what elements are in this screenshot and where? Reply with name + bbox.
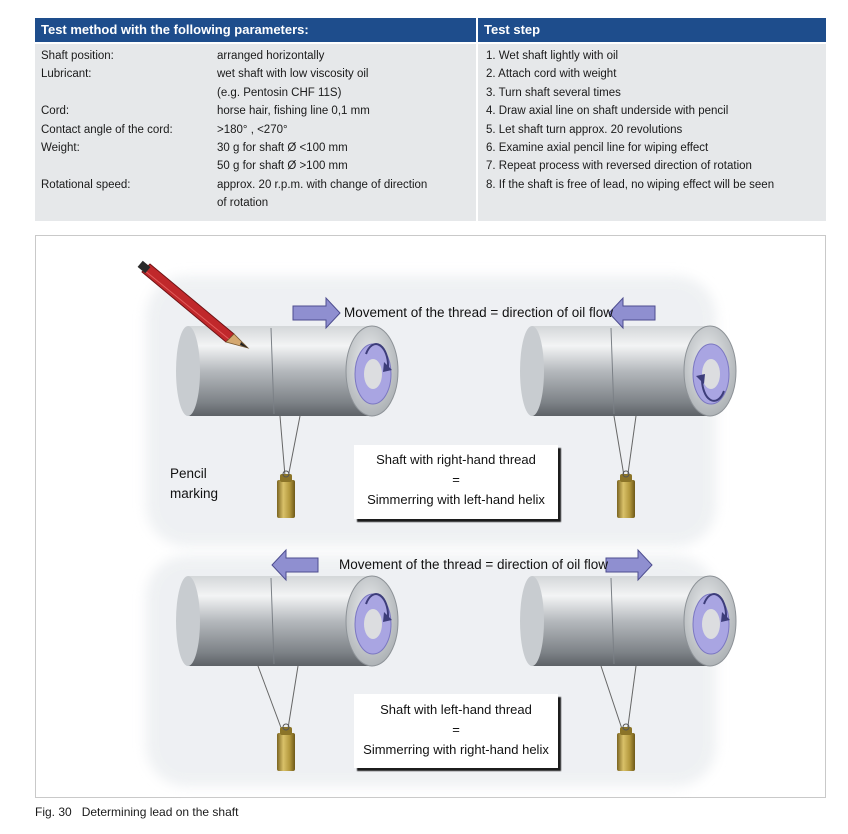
shaft-cylinder-icon <box>176 325 399 518</box>
shaft-cylinder-icon <box>520 325 737 518</box>
shaft-cylinder-icon <box>520 575 737 771</box>
pencil-marking-label: Pencil <box>170 466 207 481</box>
table-header-parameters: Test method with the following parameter… <box>35 18 476 42</box>
box-line: Simmerring with right-hand helix <box>363 742 549 757</box>
arrow-right-icon <box>605 548 653 582</box>
param-label: Rotational speed: <box>41 178 131 191</box>
param-label: Lubricant: <box>41 68 92 81</box>
figure-illustration: Movement of the thread = direction of oi… <box>137 260 737 786</box>
pencil-marking-label: marking <box>170 486 218 501</box>
param-label: Cord: <box>41 105 70 118</box>
figure-number: Fig. 30 <box>35 805 72 819</box>
arrow-right-icon <box>292 296 341 330</box>
param-value: (e.g. Pentosin CHF 11S) <box>217 86 342 99</box>
box-line: = <box>452 472 460 487</box>
oil-flow-label-bottom: Movement of the thread = direction of oi… <box>339 557 608 572</box>
lead-test-figure: Movement of the thread = direction of oi… <box>35 235 826 798</box>
shaft-cylinder-icon <box>176 575 399 771</box>
parameters-column: Shaft position: arranged horizontally Lu… <box>35 44 476 221</box>
oil-flow-label-top: Movement of the thread = direction of oi… <box>344 305 613 320</box>
test-steps-column: 1. Wet shaft lightly with oil 2. Attach … <box>478 44 826 221</box>
box-line: Shaft with left-hand thread <box>380 702 532 717</box>
figure-caption-text: Determining lead on the shaft <box>81 805 239 819</box>
param-label: Contact angle of the cord: <box>41 123 173 136</box>
test-step-item: 1. Wet shaft lightly with oil <box>486 50 619 62</box>
param-value: arranged horizontally <box>217 50 325 62</box>
box-line: = <box>452 722 460 737</box>
box-line: Shaft with right-hand thread <box>376 452 536 467</box>
thread-info-box: Shaft with right-hand thread = Simmerrin… <box>354 445 558 519</box>
thread-info-box: Shaft with left-hand thread = Simmerring… <box>354 694 558 768</box>
param-value: >180° , <270° <box>217 123 288 136</box>
arrow-left-icon <box>608 296 656 330</box>
pencil-icon <box>137 260 250 349</box>
test-step-item: 6. Examine axial pencil line for wiping … <box>486 142 709 154</box>
test-step-item: 8. If the shaft is free of lead, no wipi… <box>486 178 775 191</box>
test-step-item: 5. Let shaft turn approx. 20 revolutions <box>486 123 683 136</box>
test-step-item: 2. Attach cord with weight <box>486 68 617 81</box>
test-step-item: 4. Draw axial line on shaft underside wi… <box>486 105 729 118</box>
box-line: Simmerring with left-hand helix <box>367 492 545 507</box>
param-label: Weight: <box>41 142 80 154</box>
test-step-item: 3. Turn shaft several times <box>486 86 621 99</box>
param-value: of rotation <box>217 197 269 210</box>
param-label: Shaft position: <box>41 50 114 62</box>
param-value: 30 g for shaft Ø <100 mm <box>217 142 348 154</box>
arrow-left-icon <box>271 548 319 582</box>
test-step-item: 7. Repeat process with reversed directio… <box>486 160 752 173</box>
param-value: horse hair, fishing line 0,1 mm <box>217 105 370 118</box>
param-value: approx. 20 r.p.m. with change of directi… <box>217 178 428 191</box>
parameters-table: Test method with the following parameter… <box>35 18 826 221</box>
param-value: 50 g for shaft Ø >100 mm <box>217 160 348 173</box>
table-header-test-step: Test step <box>478 18 826 42</box>
figure-caption: Fig. 30 Determining lead on the shaft <box>35 805 238 819</box>
param-value: wet shaft with low viscosity oil <box>217 68 369 81</box>
